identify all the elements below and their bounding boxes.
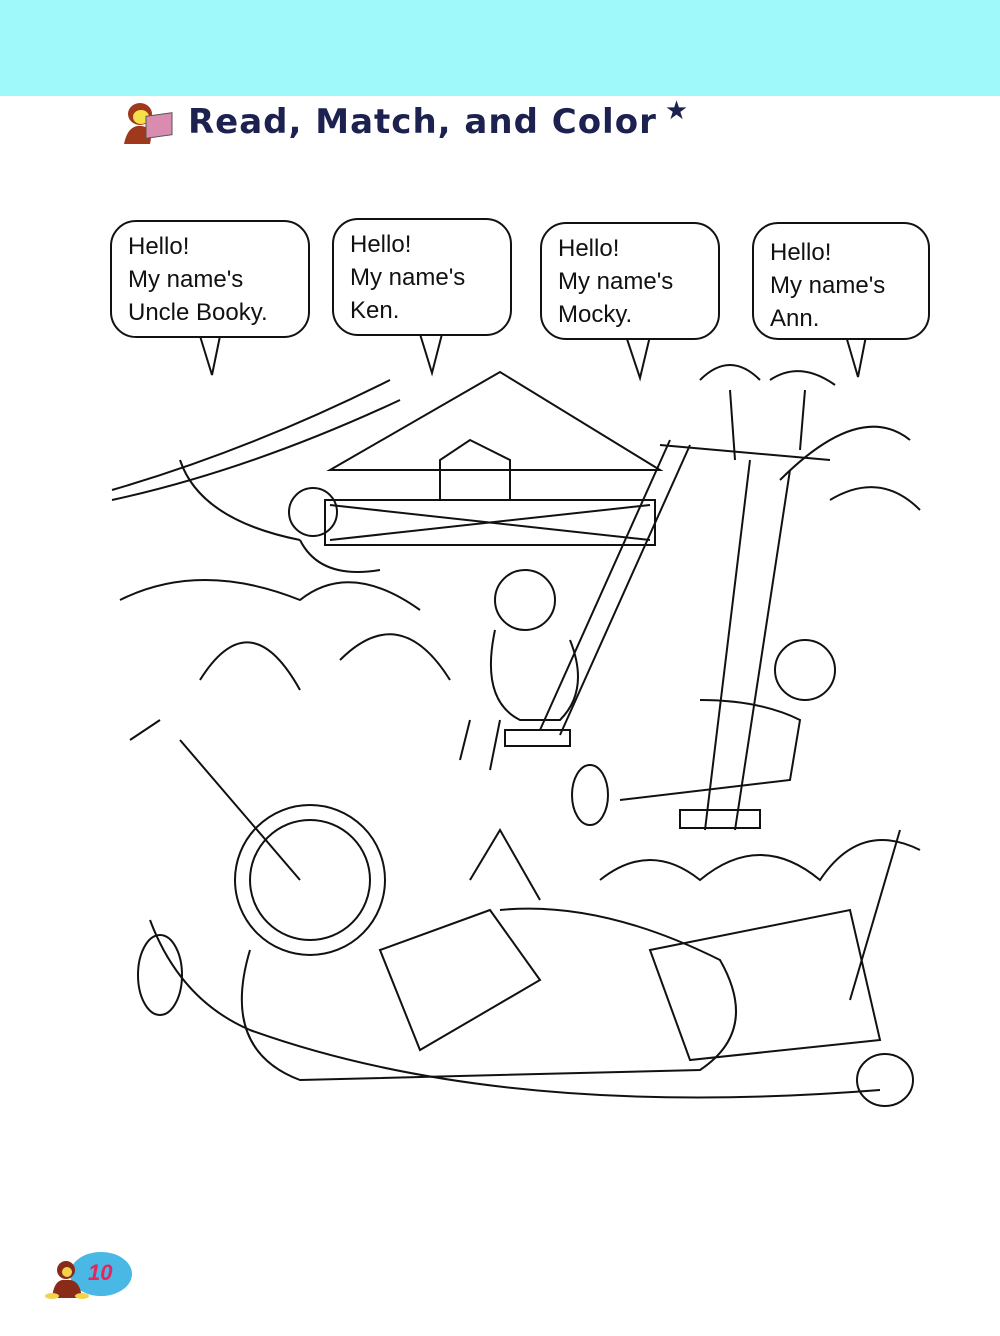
section-header: Read, Match, and Color ★: [120, 95, 688, 144]
bubble-line: Ann.: [770, 305, 820, 332]
bubble-line: My name's: [128, 266, 244, 293]
star-icon: ★: [664, 94, 689, 125]
monkey-reading-icon: [124, 103, 173, 144]
monkey-sitting-icon: [45, 1261, 89, 1299]
speech-bubble-uncle-booky: Hello! My name's Uncle Booky.: [110, 220, 310, 338]
bubble-line: Mocky.: [558, 301, 633, 328]
bubble-line: Hello!: [350, 231, 412, 258]
bubble-line: My name's: [770, 272, 886, 299]
page-number: 10: [88, 1260, 113, 1285]
page-number-badge: 10: [70, 1252, 132, 1296]
speech-bubble-ken: Hello! My name's Ken.: [332, 218, 512, 336]
top-color-bar: [0, 0, 1000, 96]
speech-bubble-ann: Hello! My name's Ann.: [752, 222, 930, 340]
bubble-line: Hello!: [128, 233, 190, 260]
bubble-line: Hello!: [558, 235, 620, 262]
bubble-line: Uncle Booky.: [128, 299, 268, 326]
bubble-line: Ken.: [350, 297, 400, 324]
speech-bubble-mocky: Hello! My name's Mocky.: [540, 222, 720, 340]
page-title: Read, Match, and Color: [188, 102, 657, 142]
bubble-line: Hello!: [770, 239, 832, 266]
bubble-line: My name's: [558, 268, 674, 295]
bubble-line: My name's: [350, 264, 466, 291]
